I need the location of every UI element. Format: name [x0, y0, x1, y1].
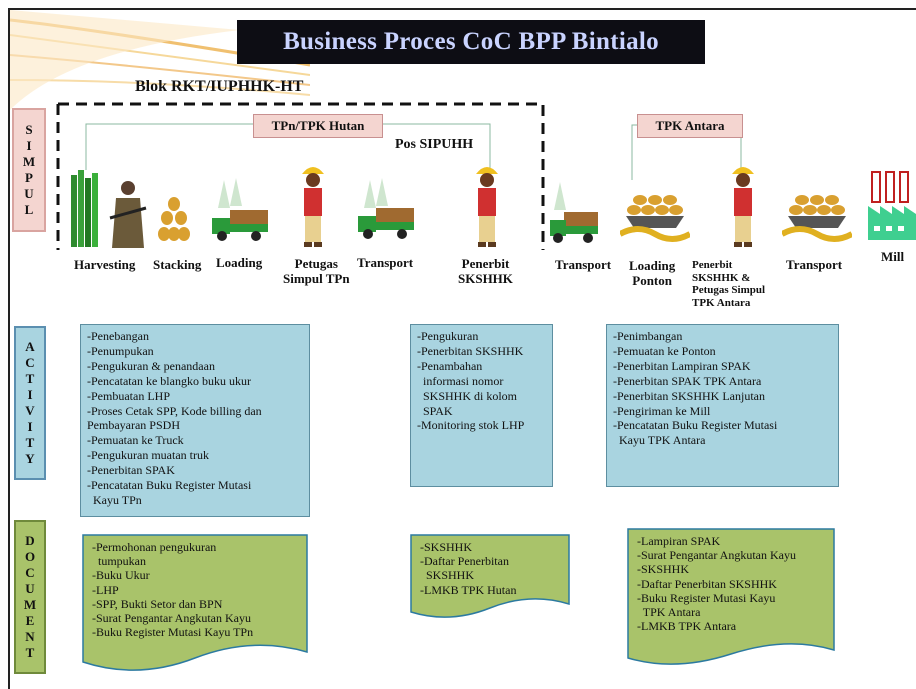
- activity-box-pos-sipuhh: -Pengukuran-Penerbitan SKSHHK-Penambahan…: [410, 324, 553, 487]
- step-transport-2: Transport: [555, 257, 612, 272]
- log-stack-icon: [158, 197, 190, 241]
- page-title: Business Proces CoC BPP Bintialo: [237, 20, 705, 64]
- document-box-pos-sipuhh: -SKSHHK-Daftar Penerbitan SKSHHK-LMKB TP…: [410, 534, 570, 624]
- pos-sipuhh-label: Pos SIPUHH: [395, 137, 474, 152]
- document-box-tpn: -Permohonan pengukuran tumpukan-Buku Uku…: [82, 534, 308, 676]
- step-transport-1: Transport: [357, 255, 414, 270]
- pontoon-icon: [782, 195, 852, 242]
- activity-box-tpn: -Penebangan-Penumpukan-Pengukuran & pena…: [80, 324, 310, 517]
- log-truck-icon: [550, 182, 598, 243]
- forest-icon: [71, 170, 98, 247]
- step-mill: Mill: [881, 249, 905, 264]
- step-transport-3: Transport: [786, 257, 843, 272]
- activity-box-tpk-antara: -Penimbangan-Pemuatan ke Ponton-Penerbit…: [606, 324, 839, 487]
- log-truck-icon: [358, 178, 414, 239]
- tpk-antara-tag: TPK Antara: [637, 114, 743, 138]
- worker-icon: [302, 167, 324, 247]
- worker-icon: [732, 167, 754, 247]
- factory-icon: [868, 171, 916, 240]
- pontoon-icon: [620, 195, 690, 242]
- lumberjack-icon: [109, 181, 147, 248]
- step-harvesting: Harvesting: [74, 257, 136, 272]
- step-loading: Loading: [216, 255, 263, 270]
- step-stacking: Stacking: [153, 257, 202, 272]
- block-label: Blok RKT/IUPHHK-HT: [135, 78, 304, 95]
- log-truck-icon: [212, 178, 268, 241]
- tpn-tpk-hutan-tag: TPn/TPK Hutan: [253, 114, 383, 138]
- document-box-tpk-antara: -Lampiran SPAK-Surat Pengantar Angkutan …: [627, 528, 835, 666]
- worker-icon: [476, 167, 498, 247]
